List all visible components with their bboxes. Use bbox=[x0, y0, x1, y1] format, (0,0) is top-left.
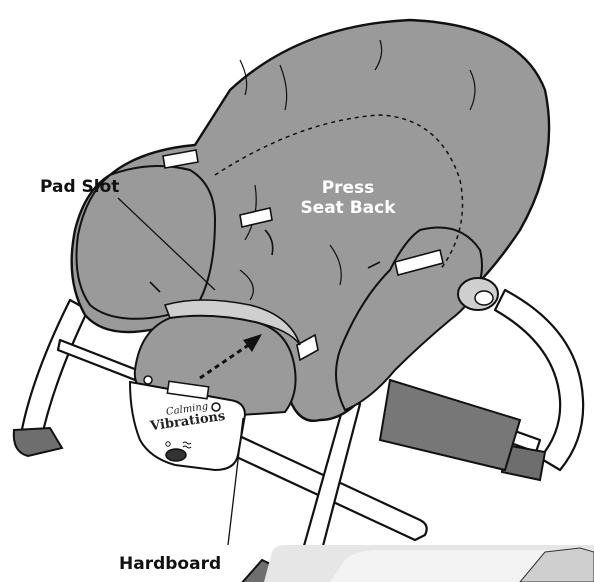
unit-screw-left bbox=[144, 376, 152, 384]
press-seat-back-line2: Seat Back bbox=[288, 198, 408, 218]
press-seat-back-label: Press Seat Back bbox=[288, 178, 408, 218]
power-button bbox=[166, 449, 186, 461]
indicator-light bbox=[166, 442, 170, 446]
press-seat-back-line1: Press bbox=[288, 178, 408, 198]
inset-panel bbox=[264, 545, 594, 582]
hinge-knob bbox=[458, 278, 498, 310]
rear-base bbox=[380, 380, 520, 470]
hardboard-label: Hardboard bbox=[119, 555, 221, 574]
pad-slot-label: Pad Slot bbox=[40, 178, 119, 197]
